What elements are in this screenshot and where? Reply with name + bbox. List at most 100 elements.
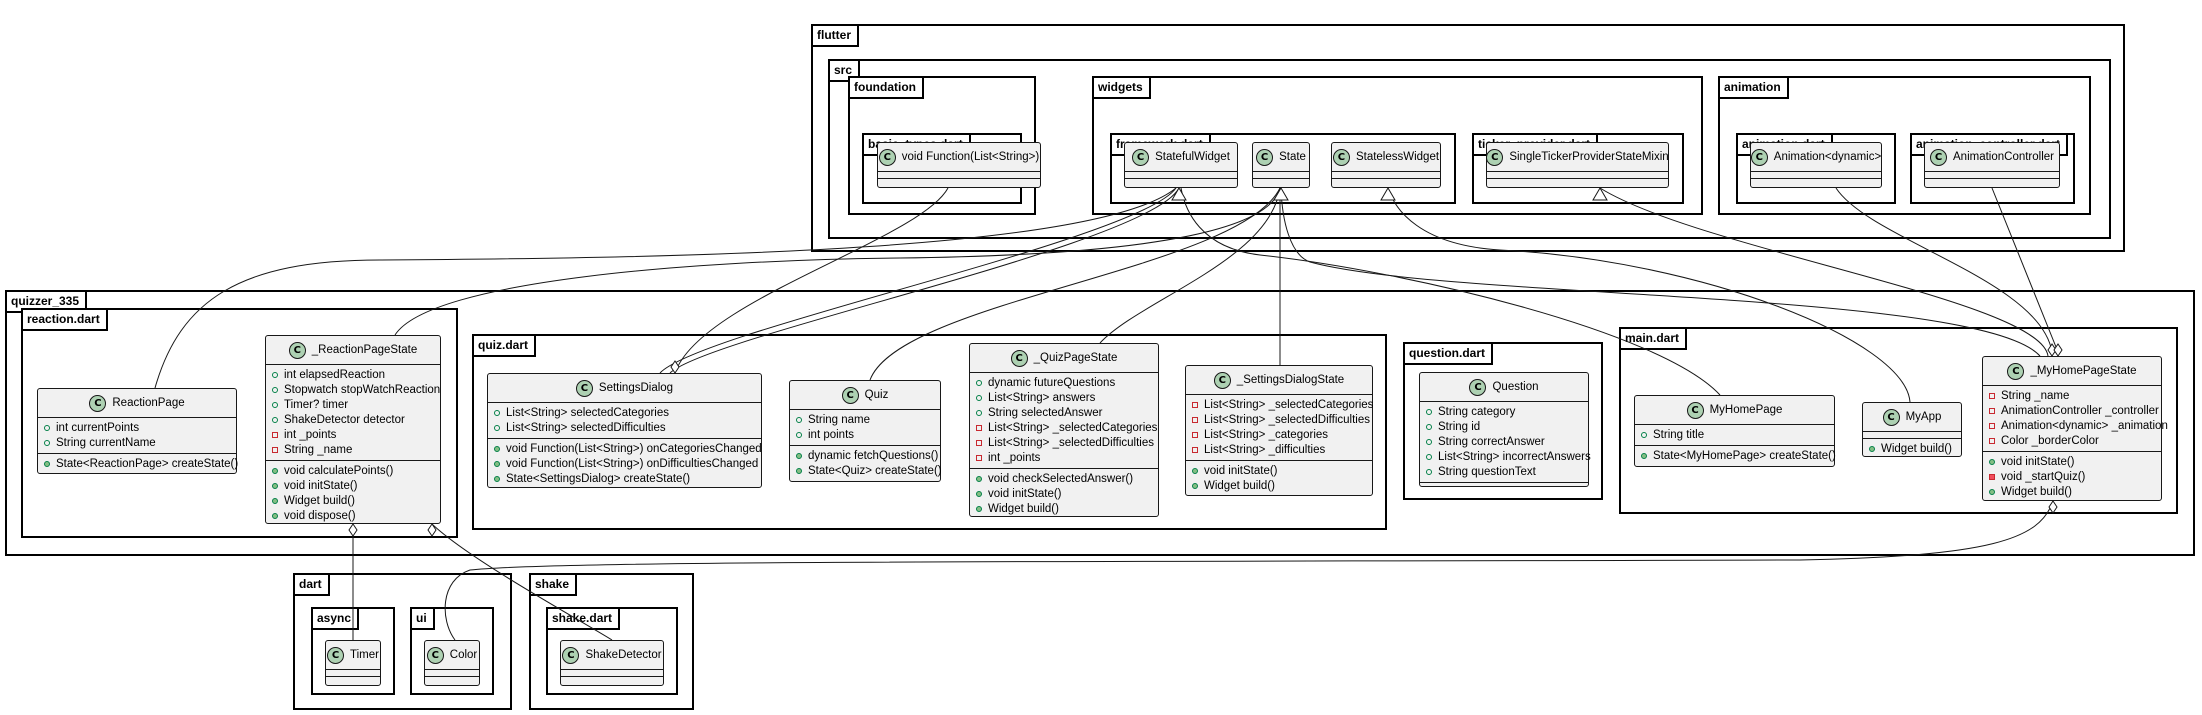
- private-visibility-icon: [272, 446, 278, 453]
- class-field: String questionText: [1426, 464, 1582, 479]
- class-fields: [878, 171, 1040, 178]
- class-shake-detector[interactable]: C ShakeDetector: [560, 640, 664, 686]
- class-icon: C: [562, 646, 580, 664]
- class-field: String _name: [1989, 388, 2155, 403]
- class-fields: [326, 669, 380, 676]
- member-text: Stopwatch stopWatchReaction: [284, 383, 441, 396]
- package-label: reaction.dart: [21, 308, 108, 331]
- class-methods: [1125, 178, 1237, 185]
- class-fields: [425, 669, 479, 676]
- public-visibility-icon: [272, 371, 278, 378]
- package-widgets: widgets: [1092, 76, 1703, 215]
- edge-settings-dialog-extends-stateful-2: [669, 187, 1180, 374]
- class-field: int _points: [976, 450, 1152, 465]
- class-icon: C: [1256, 148, 1274, 166]
- member-text: void _startQuiz(): [2001, 470, 2086, 483]
- package-label: dart: [293, 573, 330, 596]
- class-name: _MyHomePageState: [2030, 365, 2137, 377]
- class-field: List<String> answers: [976, 390, 1152, 405]
- diamond-reaction-shake: [427, 523, 437, 537]
- package-label: question.dart: [1403, 342, 1494, 365]
- class-field: int elapsedReaction: [272, 367, 434, 382]
- arrowhead-stateless: [1380, 187, 1396, 201]
- class-fields: [561, 669, 663, 676]
- public-visibility-icon: [1426, 453, 1432, 460]
- public-visibility-icon: [272, 401, 278, 408]
- class-name: StatelessWidget: [1355, 151, 1440, 163]
- class-fields: [1253, 171, 1309, 178]
- class-methods: [1420, 482, 1588, 489]
- class-method: void _startQuiz(): [1989, 469, 2155, 484]
- member-text: Widget build(): [284, 494, 355, 507]
- class-header: C_SettingsDialogState: [1186, 366, 1372, 394]
- class-header: C_QuizPageState: [970, 344, 1158, 372]
- class-name: ShakeDetector: [585, 649, 662, 661]
- public-visibility-icon: [44, 460, 50, 467]
- class-header: C_MyHomePageState: [1983, 357, 2161, 385]
- class-field: String title: [1641, 427, 1828, 442]
- class-icon: C: [841, 386, 859, 404]
- class-fields: [1751, 171, 1881, 178]
- member-text: void initState(): [988, 487, 1062, 500]
- class-fields: [1125, 171, 1237, 178]
- arrowhead-state: [1273, 187, 1289, 201]
- private-visibility-icon: [1192, 431, 1198, 438]
- edge-settings-dialog-has-void-function: [674, 187, 949, 374]
- class-icon: C: [89, 394, 107, 412]
- public-visibility-icon: [796, 416, 802, 423]
- package-label: quiz.dart: [472, 334, 536, 357]
- member-text: String questionText: [1438, 465, 1536, 478]
- public-visibility-icon: [494, 409, 500, 416]
- class-methods: void initState()Widget build(): [1186, 460, 1372, 496]
- class-icon: C: [575, 379, 593, 397]
- class-field: List<String> _categories: [1192, 427, 1366, 442]
- member-text: dynamic fetchQuestions(): [808, 449, 939, 462]
- class-method: void dispose(): [272, 508, 434, 523]
- member-text: String currentName: [56, 436, 156, 449]
- private-visibility-icon: [1192, 401, 1198, 408]
- member-text: void Function(List<String>) onCategories…: [506, 442, 762, 455]
- class-field: ShakeDetector detector: [272, 412, 434, 427]
- member-text: dynamic futureQuestions: [988, 376, 1116, 389]
- member-text: AnimationController _controller: [2001, 404, 2159, 417]
- class-name: _QuizPageState: [1033, 352, 1118, 364]
- class-field: String category: [1426, 404, 1582, 419]
- diamond-home-state-color: [2048, 500, 2058, 514]
- class-field: AnimationController _controller: [1989, 403, 2159, 418]
- public-visibility-icon: [796, 467, 802, 474]
- public-visibility-icon: [272, 512, 278, 519]
- class-field: String selectedAnswer: [976, 405, 1152, 420]
- member-text: int currentPoints: [56, 421, 140, 434]
- public-visibility-icon: [272, 497, 278, 504]
- member-text: State<MyHomePage> createState(): [1653, 449, 1836, 462]
